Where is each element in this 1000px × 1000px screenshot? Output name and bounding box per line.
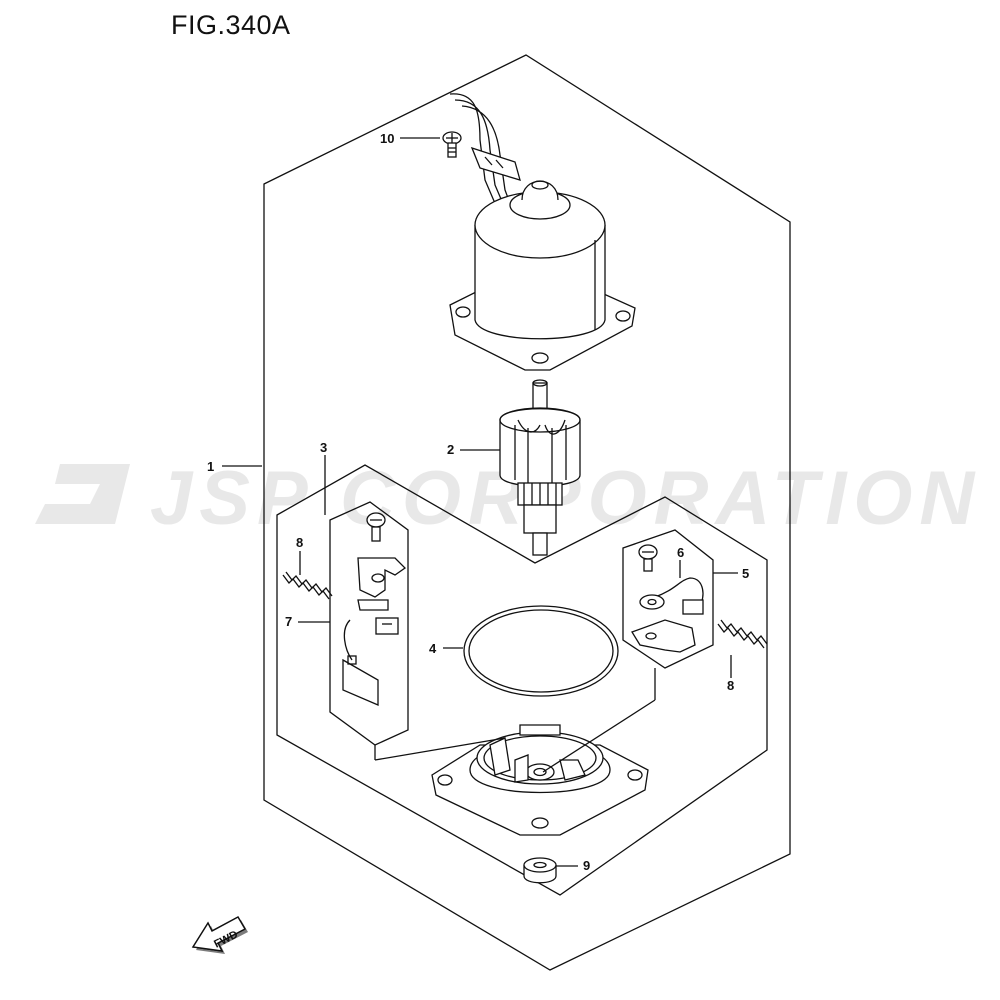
callout-2: 2 (447, 442, 455, 457)
motor-wires (449, 93, 521, 231)
callout-8-right: 8 (727, 678, 735, 693)
spring-8-left (282, 571, 333, 600)
brush-panel-5 (622, 529, 714, 669)
armature-2 (499, 379, 581, 556)
base-end-cap (431, 724, 649, 836)
callout-8-left: 8 (296, 535, 304, 550)
brush-bracket-right (631, 619, 696, 653)
motor-housing (449, 180, 636, 371)
callout-9: 9 (583, 858, 591, 873)
bushing-9 (523, 857, 557, 884)
spring-8-right (717, 619, 768, 649)
outer-frame (263, 54, 791, 971)
callout-4: 4 (429, 641, 437, 656)
callout-5: 5 (742, 566, 750, 581)
brush-left (342, 617, 399, 706)
screw-left (366, 512, 386, 542)
screw-right (638, 544, 658, 572)
callout-1: 1 (207, 459, 215, 474)
fwd-arrow-icon: FWD (191, 916, 248, 954)
callout-7: 7 (285, 614, 293, 629)
figure-title: FIG.340A (171, 10, 291, 40)
leader-lines (222, 137, 738, 867)
screw-10 (442, 131, 462, 158)
inner-frame (276, 464, 768, 896)
brush-panel-7 (329, 501, 409, 746)
callout-10: 10 (380, 131, 395, 146)
brush-bracket-left (357, 557, 407, 611)
o-ring-4 (463, 605, 619, 697)
terminal-6 (639, 577, 704, 615)
callout-3: 3 (320, 440, 328, 455)
callout-6: 6 (677, 545, 685, 560)
